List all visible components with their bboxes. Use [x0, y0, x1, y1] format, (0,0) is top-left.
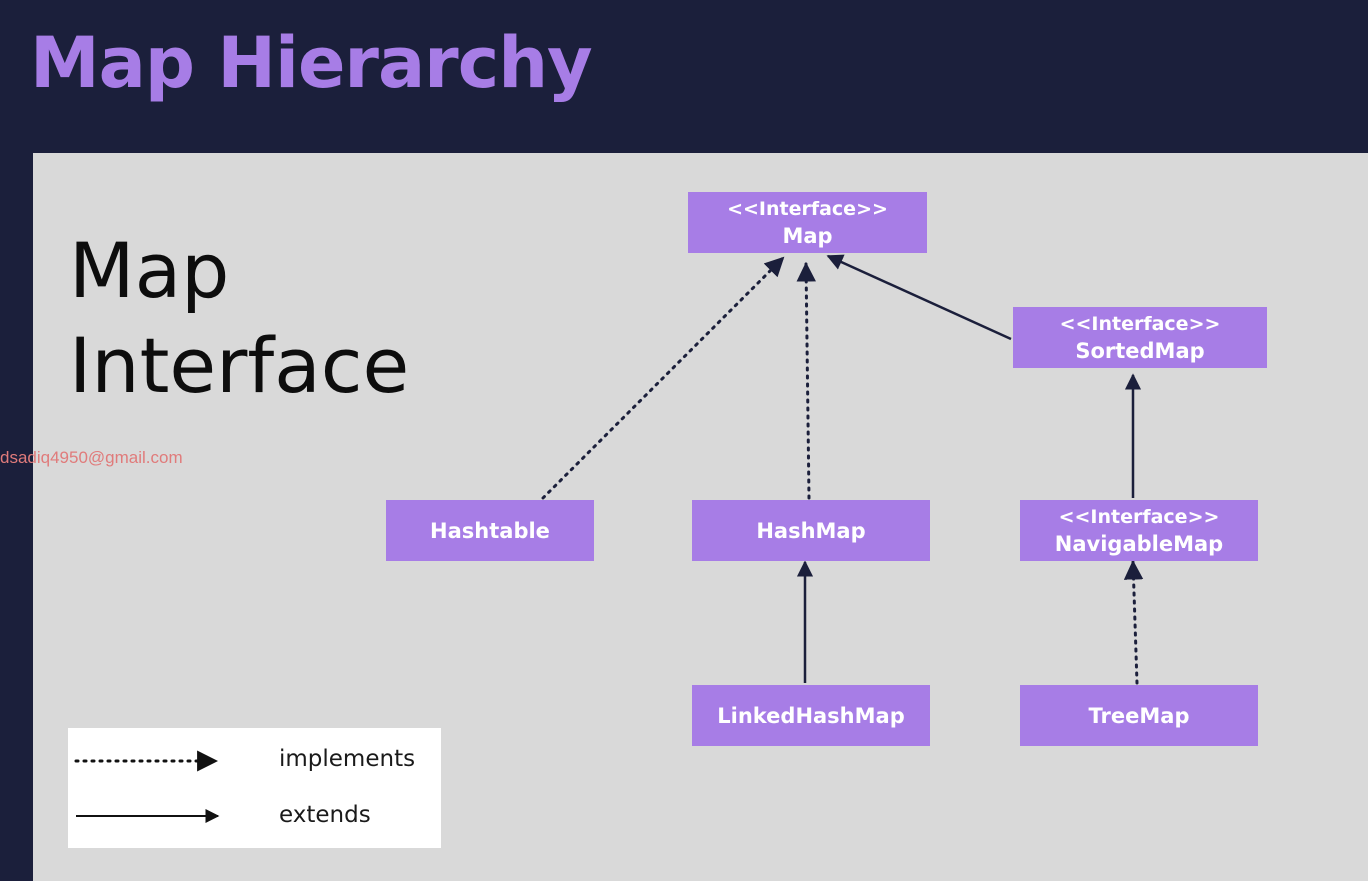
node-map-name: Map	[782, 223, 833, 248]
node-map-stereotype: <<Interface>>	[727, 197, 888, 220]
node-sortedmap-stereotype: <<Interface>>	[1059, 312, 1221, 335]
node-hashtable: Hashtable	[386, 500, 594, 561]
section-heading: Map Interface	[69, 223, 409, 413]
node-sortedmap-name: SortedMap	[1075, 338, 1205, 363]
edge-layer	[541, 254, 1144, 685]
slide-title: Map Hierarchy	[30, 22, 593, 104]
edge-sortedmap-extends-map	[826, 254, 1012, 341]
node-linkedhashmap: LinkedHashMap	[692, 685, 930, 746]
node-navigablemap: <<Interface>> NavigableMap	[1020, 500, 1258, 561]
node-hashmap-name: HashMap	[756, 518, 866, 543]
node-map: <<Interface>> Map	[688, 192, 927, 253]
legend-lines	[74, 750, 220, 823]
legend-implements-label: implements	[279, 746, 416, 772]
edge-hashtable-implements-map	[541, 256, 785, 500]
legend-extends-label: extends	[279, 802, 371, 828]
edge-hashmap-implements-map	[796, 262, 816, 500]
legend: implements extends	[68, 728, 441, 848]
heading-line-1: Map	[69, 226, 230, 315]
node-linkedhashmap-name: LinkedHashMap	[717, 703, 905, 728]
watermark-email: dsadiq4950@gmail.com	[0, 448, 183, 467]
node-sortedmap: <<Interface>> SortedMap	[1013, 307, 1267, 368]
node-navigablemap-stereotype: <<Interface>>	[1058, 505, 1220, 528]
diagram-panel: Map Interface dsadiq4950@gmail.com <<Int…	[0, 153, 1368, 881]
heading-line-2: Interface	[69, 321, 410, 410]
node-hashtable-name: Hashtable	[430, 518, 550, 543]
edge-treemap-implements-navigablemap	[1123, 560, 1144, 685]
node-hashmap: HashMap	[692, 500, 930, 561]
node-treemap: TreeMap	[1020, 685, 1258, 746]
node-treemap-name: TreeMap	[1088, 703, 1190, 728]
node-navigablemap-name: NavigableMap	[1054, 531, 1224, 556]
